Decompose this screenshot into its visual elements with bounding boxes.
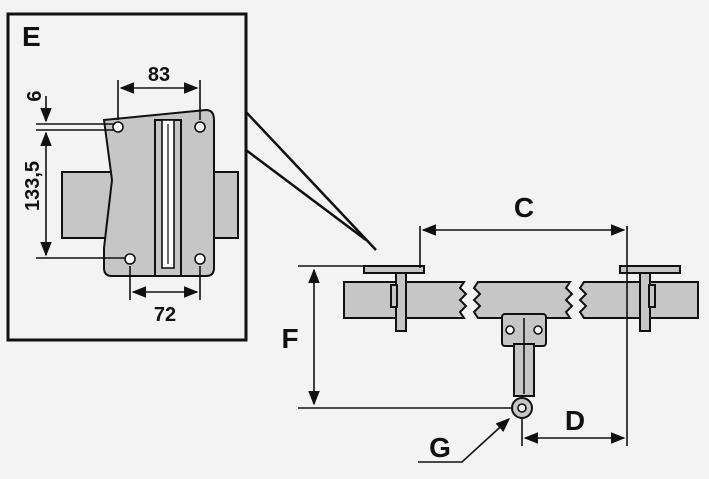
bolt-hole-bottom-right xyxy=(194,253,206,265)
dimension-c-label: C xyxy=(514,192,534,223)
pivot-label-g: G xyxy=(429,432,451,463)
dimension-72-label: 72 xyxy=(154,304,176,326)
clamp-bolt-left xyxy=(505,325,515,335)
clamp-bolt-right xyxy=(533,325,543,335)
left-top-plate xyxy=(363,265,425,274)
left-bracket-side xyxy=(390,284,398,308)
right-bracket-side xyxy=(648,284,656,308)
dimension-6-label: 6 xyxy=(24,90,46,101)
bolt-hole-bottom-left xyxy=(124,253,136,265)
g-leader xyxy=(418,418,511,463)
beam-middle xyxy=(472,281,574,319)
detail-inset: 83 72 6 133,5 E xyxy=(6,12,377,342)
overview: C F D G xyxy=(281,192,699,463)
bolt-hole-top-left xyxy=(112,121,124,133)
leader-line-upper xyxy=(245,111,377,251)
dimension-133-5-label: 133,5 xyxy=(22,161,44,211)
bolt-hole-top-right xyxy=(194,121,206,133)
detail-label-e: E xyxy=(22,21,41,52)
dimension-f-label: F xyxy=(281,323,298,354)
dimension-83-label: 83 xyxy=(148,64,170,86)
pivot-eye-hole xyxy=(517,403,527,413)
leader-line-lower xyxy=(245,149,367,241)
right-top-plate xyxy=(619,265,681,274)
dimension-d-label: D xyxy=(565,405,585,436)
